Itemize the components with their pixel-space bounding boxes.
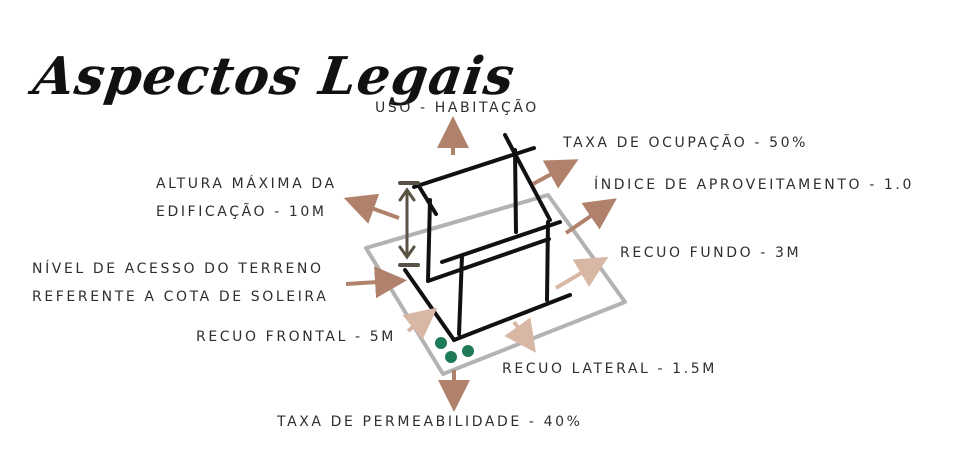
arrow-indice-aproveitamento	[564, 198, 617, 235]
arrow-recuo-lateral	[504, 317, 536, 353]
lot-outline	[364, 193, 627, 376]
label-altura-maxima-line2: EDIFICAÇÃO - 10M	[156, 204, 327, 220]
tree-dot	[445, 351, 457, 363]
arrow-recuo-frontal	[402, 307, 438, 340]
label-taxa-ocupacao: TAXA DE OCUPAÇÃO - 50%	[563, 135, 809, 151]
building-wireframe	[403, 133, 572, 342]
tree-dot	[435, 337, 447, 349]
label-recuo-lateral: RECUO LATERAL - 1.5M	[502, 361, 717, 377]
height-marker	[398, 181, 420, 267]
label-uso: USO - HABITAÇÃO	[375, 100, 539, 116]
label-taxa-permeabilidade: TAXA DE PERMEABILIDADE - 40%	[277, 414, 583, 430]
label-nivel-acesso-line1: NÍVEL DE ACESSO DO TERRENO	[32, 261, 324, 277]
label-indice-aproveitamento: ÍNDICE DE APROVEITAMENTO - 1.0	[594, 177, 914, 193]
arrow-altura-maxima	[343, 193, 400, 224]
label-recuo-fundo: RECUO FUNDO - 3M	[620, 245, 802, 261]
arrow-recuo-fundo	[554, 256, 609, 290]
label-altura-maxima-line1: ALTURA MÁXIMA DA	[156, 176, 337, 192]
tree-dots	[435, 337, 474, 363]
tree-dot	[462, 345, 474, 357]
arrow-nivel-acesso	[345, 266, 407, 299]
label-recuo-frontal: RECUO FRONTAL - 5M	[196, 329, 396, 345]
arrow-taxa-ocupacao	[532, 159, 579, 189]
label-nivel-acesso-line2: REFERENTE A COTA DE SOLEIRA	[32, 289, 329, 305]
